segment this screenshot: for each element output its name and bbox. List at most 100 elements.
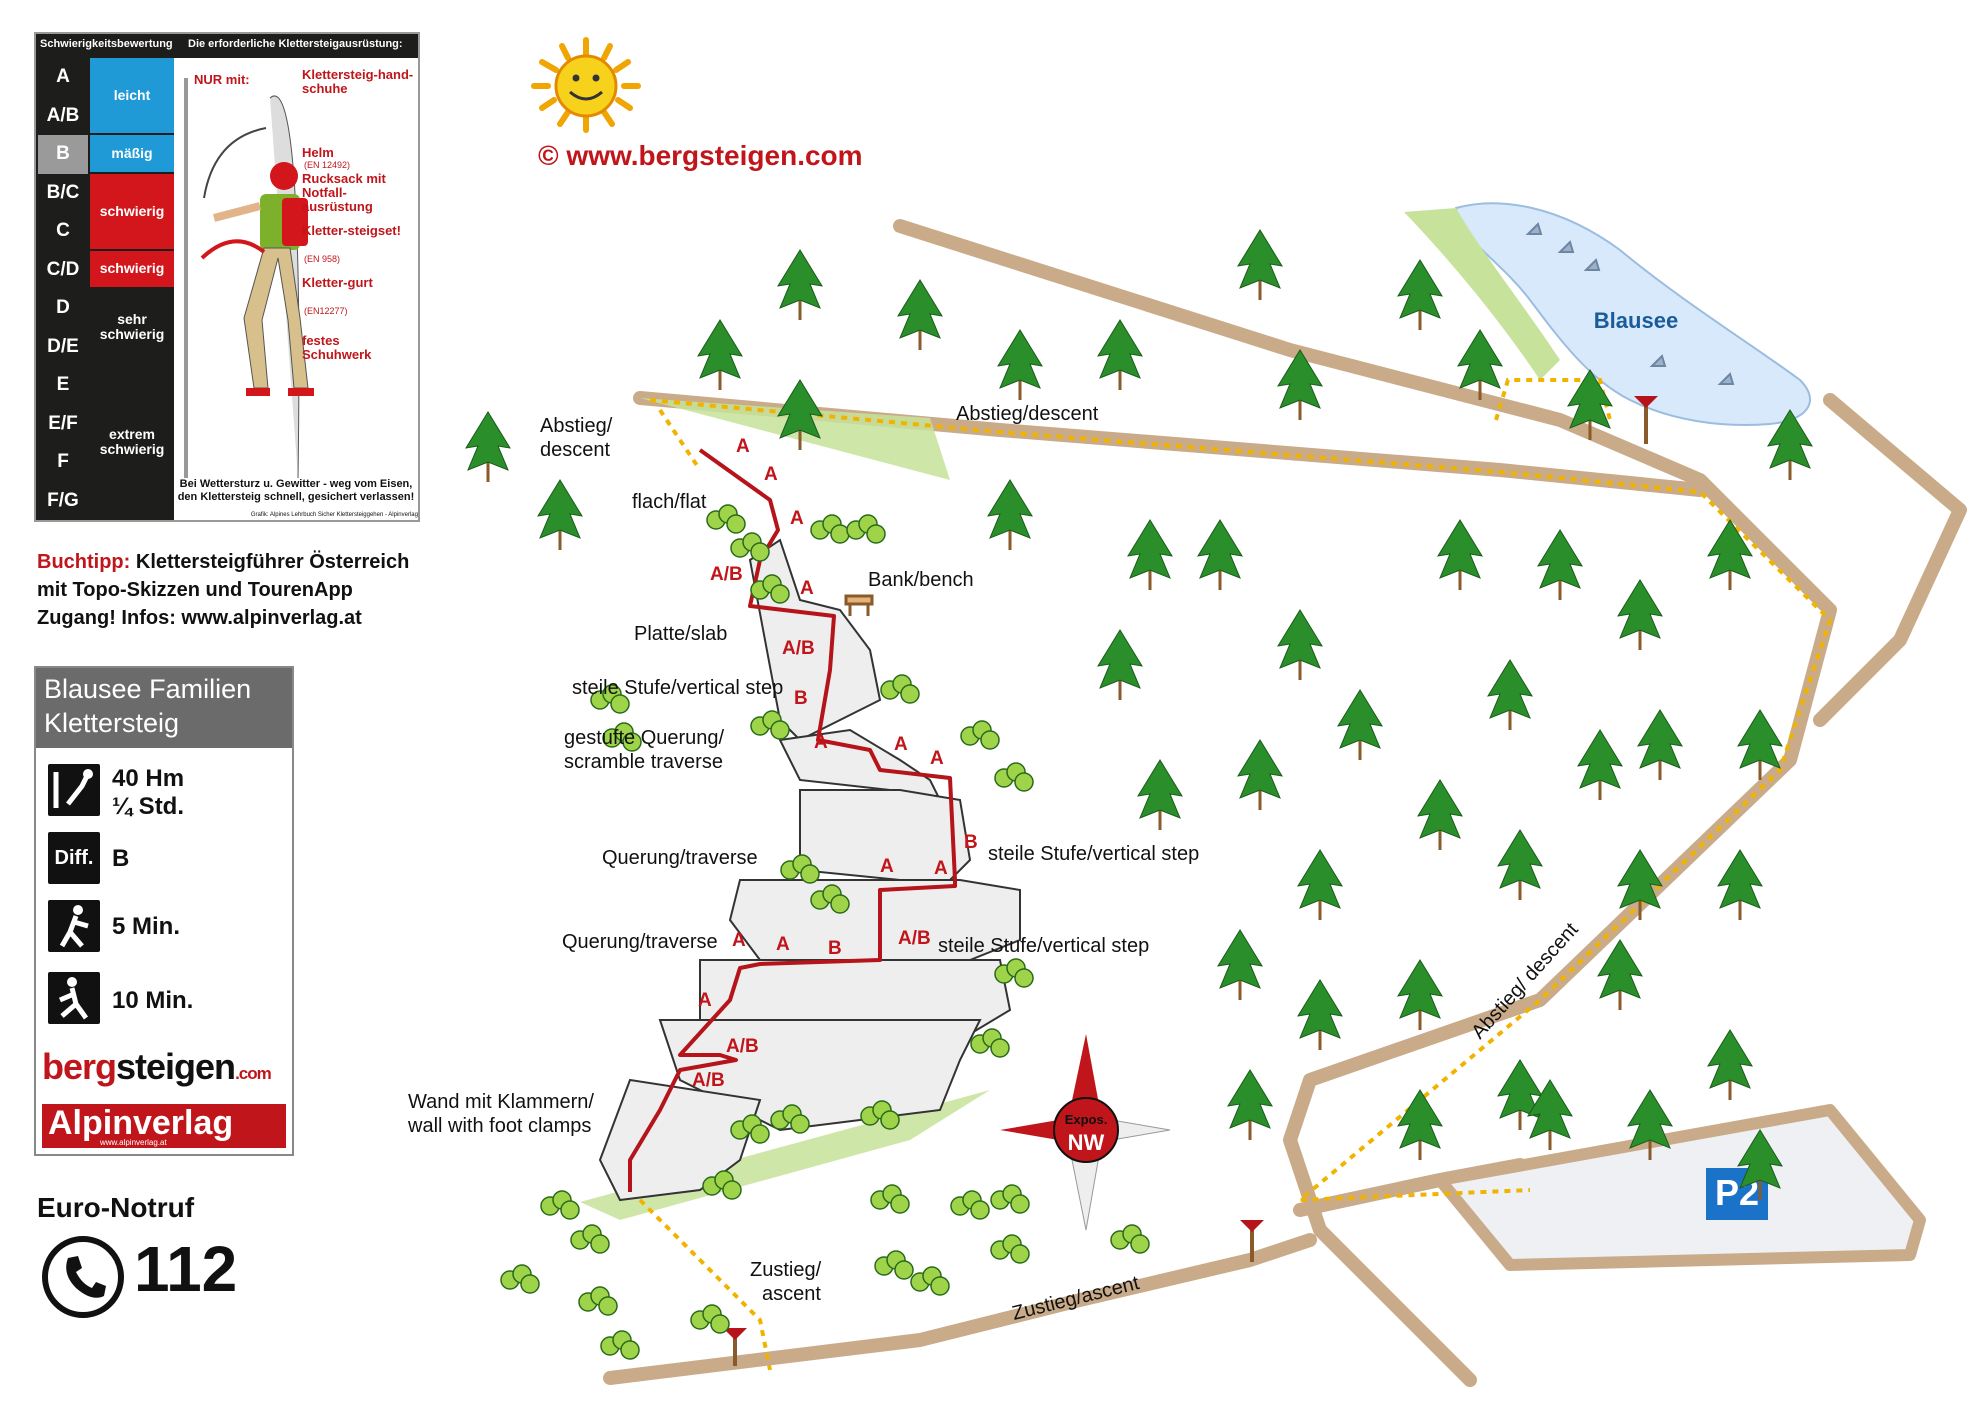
equipment-set-norm: (EN 958) [304,254,341,264]
route-label-ascent-1: Zustieg/ [750,1259,822,1281]
equipment-gloves: Klettersteig-hand-schuhe [302,67,414,96]
logo-part-steigen: steigen [116,1046,236,1087]
sun-smiley-icon [531,37,641,133]
bush-icon [810,884,850,914]
equipment-backpack: Rucksack mit Notfall-ausrüstung [302,171,386,214]
route-info-card: Blausee Familien Klettersteig 40 Hm ¼ St… [34,666,294,1156]
route-label-flat: flach/flat [632,491,707,513]
tree-icon [1597,939,1643,1010]
tree-icon [1237,739,1283,810]
bush-icon [1110,1224,1150,1254]
grade-mark: A [790,508,804,529]
route-label-bench: Bank/bench [868,569,974,591]
illustration-credit: Grafik: Alpines Lehrbuch Sicher Kletters… [250,512,418,518]
difficulty-band: leicht [90,58,174,133]
grade-mark: A [880,856,894,877]
grade-mark: A [698,990,712,1011]
tree-icon [1437,519,1483,590]
exposition-value: NW [1068,1130,1105,1155]
tree-icon [1617,579,1663,650]
duration: ¼ Std. [112,793,185,820]
route-label-wall-1: Wand mit Klammern/ [408,1091,594,1113]
bergsteigen-logo[interactable]: bergsteigen.com [42,1046,272,1088]
route-label-traverse-2: Querung/traverse [562,931,718,953]
bush-icons [500,504,1150,1360]
tree-icon [1537,529,1583,600]
tree-icon [1397,1089,1443,1160]
hiker-ascent-icon [48,900,100,952]
book-tip-line1: Klettersteigführer Österreich [130,551,410,573]
tree-icon [1457,329,1503,400]
route-label-descent-1: Abstieg/ [540,415,613,437]
alpinverlag-logo[interactable]: Alpinverlag [42,1104,286,1148]
difficulty-band: schwierig [90,173,174,249]
grade-mark: A/B [782,638,815,659]
grade-e-f: E/F [48,412,78,434]
bush-icon [770,1104,810,1134]
bush-icon [990,1184,1030,1214]
bush-icon [730,1114,770,1144]
route-label-wall-2: wall with foot clamps [407,1115,591,1137]
grade-f-g: F/G [47,489,79,511]
grade-mark: A/B [898,928,931,949]
descent-time: 10 Min. [112,987,194,1014]
grade-mark: B [964,832,978,853]
tree-icon [1707,1029,1753,1100]
meadow-descent [640,398,950,480]
bush-icon [860,1100,900,1130]
bush-icon [540,1190,580,1220]
tree-icon [1417,779,1463,850]
grade-a-b: A/B [46,104,80,126]
book-tip-prefix: Buchtipp: [37,551,131,573]
equipment-harness-norm: (EN12277) [304,306,348,316]
route-label-slab: Platte/slab [634,623,727,645]
tree-icon [1127,519,1173,590]
bush-icon [690,1304,730,1334]
tree-icon [1487,659,1533,730]
tree-icon [1097,319,1143,390]
bush-icon [994,958,1034,988]
bush-icon [706,504,746,534]
logo-part-berg: berg [42,1046,117,1087]
grade-mark: B [794,688,808,709]
tree-icon [1137,759,1183,830]
tree-icon [1397,259,1443,330]
route-label-traverse-1: Querung/traverse [602,847,758,869]
bush-icon [810,514,850,544]
tree-icon [897,279,943,350]
bush-icon [730,532,770,562]
grade-mark: A [800,578,814,599]
difficulty-scale-panel: Schwierigkeitsbewertung Die erforderlich… [34,32,420,522]
equipment-harness: Kletter-gurt [302,275,373,290]
grade-mark: A/B [726,1036,759,1057]
tree-icon [537,479,583,550]
difficulty-band: schwierig [90,250,174,287]
trail-ascent [638,1198,772,1371]
grade-d-e: D/E [47,335,79,357]
equipment-helmet-norm: (EN 12492) [304,160,351,170]
trail-top [649,398,1833,1203]
grade-d: D [56,297,70,318]
bush-icon [870,1184,910,1214]
lake-blausee [1454,202,1811,426]
grade-mark: A [814,732,828,753]
climber-illustration [184,78,314,478]
bush-icon [570,1224,610,1254]
bush-icon [960,720,1000,750]
tree-icon [1627,1089,1673,1160]
tree-icon [1497,829,1543,900]
emergency-number: 112 [134,1233,238,1305]
equipment-shoes: festes Schuhwerk [302,333,372,362]
tree-icon [1237,229,1283,300]
grade-mark: A [764,464,778,485]
parking-area [1434,1104,1926,1271]
weather-warning: Bei Wettersturz u. Gewitter - weg vom Ei… [174,478,418,520]
bush-icon [950,1190,990,1220]
copyright-link[interactable]: © www.bergsteigen.com [538,140,863,171]
signpost-flags [723,396,1658,1340]
difficulty-band: mäßig [90,135,174,172]
